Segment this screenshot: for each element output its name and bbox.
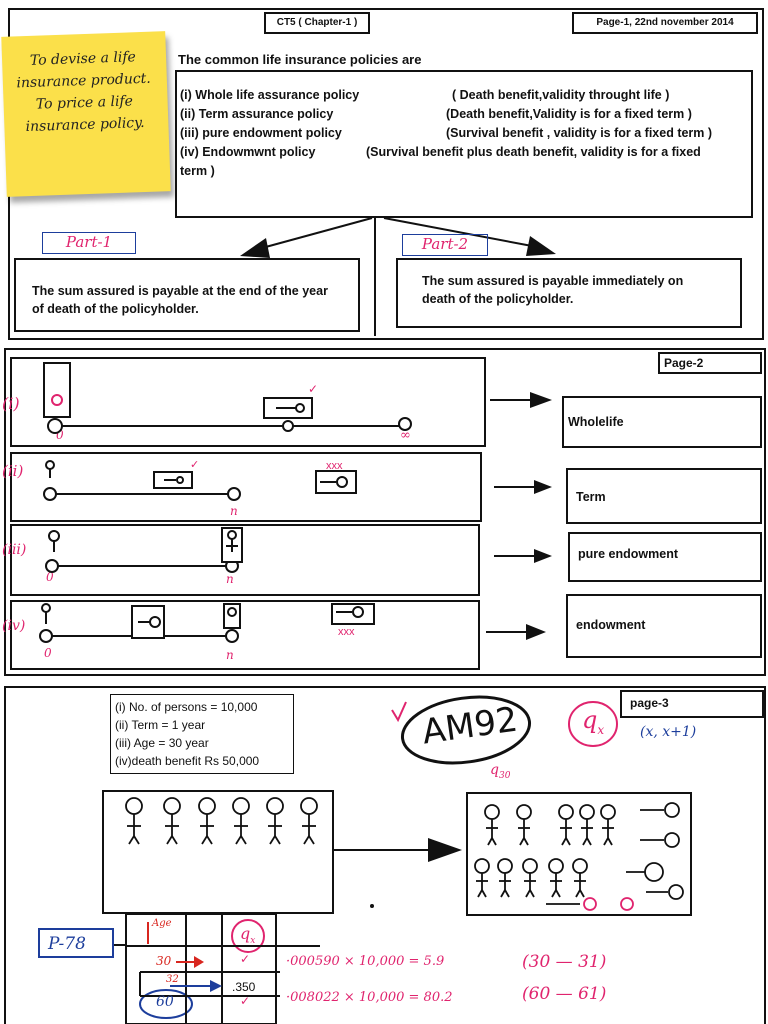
table-row2-age: 32 <box>166 974 179 985</box>
q30-sub: 30 <box>498 770 511 781</box>
part1-label: Part-1 <box>42 232 136 254</box>
qx-label-sub: x <box>597 722 605 737</box>
page3-label: page-3 <box>630 696 669 710</box>
xxx-mark: xxx <box>338 626 355 638</box>
label-pure-endowment: pure endowment <box>578 547 679 561</box>
page3-panel <box>4 686 766 1024</box>
check-mark: ✓ <box>308 382 319 396</box>
time-zero-label: 0 <box>56 428 64 442</box>
fact-line: (i) No. of persons = 10,000 <box>115 700 258 714</box>
table-q-sub: x <box>250 936 256 947</box>
policy-name: (ii) Term assurance policy <box>180 107 334 121</box>
qx-label-q: q <box>582 706 598 734</box>
page2-label: Page-2 <box>664 356 704 370</box>
table-row1-age: 30 <box>156 954 172 968</box>
population-after-box <box>466 792 692 916</box>
row-marker: (iii) <box>2 542 27 558</box>
calc-line-2: ·008022 × 10,000 = 80.2 <box>286 990 453 1005</box>
table-age-header: Age <box>152 918 172 929</box>
time-n-label: n <box>230 504 238 518</box>
policy-row-box <box>10 524 480 596</box>
calc-line-1: ·000590 × 10,000 = 5.9 <box>286 954 445 969</box>
part1-label-text: Part-1 <box>65 233 113 251</box>
range-1: (30 — 31) <box>522 952 607 972</box>
page2-panel <box>4 348 766 676</box>
page1-header-right: Page-1, 22nd november 2014 <box>572 12 758 34</box>
part2-label: Part-2 <box>402 234 488 256</box>
policies-box <box>175 70 753 218</box>
part2-box: The sum assured is payable immediately o… <box>396 258 742 328</box>
time-n-label: n <box>226 648 234 662</box>
policy-name: (iii) pure endowment policy <box>180 126 342 140</box>
policy-row-box <box>10 357 486 447</box>
time-zero-label: 0 <box>44 646 52 660</box>
label-wholelife: Wholelife <box>568 415 624 429</box>
policy-desc: (Death benefit,Validity is for a fixed t… <box>446 107 692 121</box>
facts-box: (i) No. of persons = 10,000 (ii) Term = … <box>110 694 294 774</box>
qx-pair: (x, x+1) <box>640 724 697 740</box>
part1-text: The sum assured is payable at the end of… <box>32 284 328 316</box>
policy-name: (iv) Endowmwnt policy <box>180 145 316 159</box>
policy-desc: (Survival benefit , validity is for a fi… <box>446 126 713 140</box>
table-check: ✓ <box>240 994 251 1008</box>
table-q: q <box>240 924 251 943</box>
header-left-text: CT5 ( Chapter-1 ) <box>276 17 358 28</box>
label-box-endowment: endowment <box>566 594 762 658</box>
policy-desc: (Survival benefit plus death benefit, va… <box>366 145 701 159</box>
q30-q: q <box>490 762 499 778</box>
policy-name: (i) Whole life assurance policy <box>180 88 360 102</box>
table-q-header: qx <box>240 924 255 946</box>
page1-arrows <box>240 217 556 336</box>
policy-desc: ( Death benefit,validity throught life ) <box>452 88 670 102</box>
label-endowment: endowment <box>576 618 646 632</box>
range-2: (60 — 61) <box>522 984 607 1004</box>
policy-wrap: term ) <box>180 164 215 178</box>
row-marker: (iv) <box>2 618 26 634</box>
page3-label-box: page-3 <box>620 690 764 718</box>
fact-line: (iii) Age = 30 year <box>115 736 209 750</box>
p78-box: P-78 <box>38 928 114 958</box>
header-right-text: Page-1, 22nd november 2014 <box>596 17 734 28</box>
table-check: ✓ <box>240 952 251 966</box>
policy-row-box <box>10 452 482 522</box>
label-box-pure-endowment: pure endowment <box>568 532 762 582</box>
qx-label: qx <box>582 706 604 737</box>
page2-label-box: Page-2 <box>658 352 762 374</box>
part2-text: The sum assured is payable immediately o… <box>422 274 684 306</box>
label-box-term: Term <box>566 468 762 524</box>
time-inf-label: ∞ <box>400 428 411 443</box>
table-row1-val: .350 <box>232 980 256 994</box>
label-term: Term <box>576 490 606 504</box>
p78-label: P-78 <box>48 934 86 954</box>
q30-label: q30 <box>490 762 510 781</box>
time-n-label: n <box>226 572 234 586</box>
time-zero-label: 0 <box>46 570 54 584</box>
part2-label-text: Part-2 <box>421 235 469 253</box>
fact-line: (ii) Term = 1 year <box>115 718 206 732</box>
policies-title: The common life insurance policies are <box>178 52 422 67</box>
label-box-wholelife: Wholelife <box>562 396 762 448</box>
page1-header-left: CT5 ( Chapter-1 ) <box>264 12 370 34</box>
check-mark: ✓ <box>190 459 200 471</box>
part1-box: The sum assured is payable at the end of… <box>14 258 360 332</box>
xxx-mark: xxx <box>326 460 343 472</box>
timelines-diagram <box>39 362 552 643</box>
table-row3-age: 60 <box>156 994 174 1010</box>
fact-line: (iv)death benefit Rs 50,000 <box>115 754 260 768</box>
row-marker: (i) <box>2 394 20 413</box>
row-marker: (ii) <box>2 462 24 480</box>
